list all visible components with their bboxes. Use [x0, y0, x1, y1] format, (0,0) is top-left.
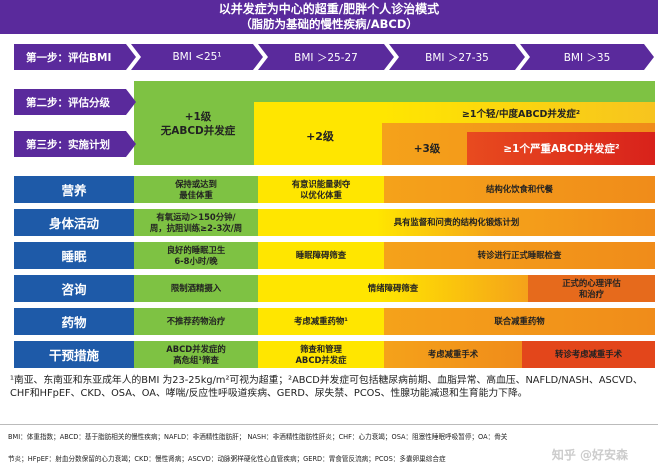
sleep-cell-1: 良好的睡眠卫生 6-8小时/晚 — [134, 242, 258, 269]
watermark: 知乎 @好安森 — [551, 448, 628, 462]
grade2-text: +2级 — [306, 130, 334, 143]
activity-cell-1: 有氧运动＞150分钟/ 周，抗阻训练≥2-3次/周 — [134, 209, 258, 236]
step2-label: 第二步：评估分级 — [14, 89, 136, 115]
row-label-activity: 身体活动 — [14, 209, 134, 236]
intervention-cell-2: 筛查和管理 ABCD并发症 — [258, 341, 384, 368]
counseling-cell-2: 情绪障碍筛查 — [258, 275, 528, 302]
title-line-2: （脂肪为基础的慢性疾病/ABCD） — [240, 17, 418, 31]
medication-cell-3: 联合减重药物 — [384, 308, 655, 335]
row-label-nutrition: 营养 — [14, 176, 134, 203]
medication-cell-2: 考虑减重药物¹ — [258, 308, 384, 335]
mild-header-text: ≥1个轻/中度ABCD并发症² — [461, 109, 581, 120]
bmi-4: BMI ＞35 — [520, 44, 654, 70]
nutrition-cell-3: 结构化饮食和代餐 — [384, 176, 655, 203]
bmi-3: BMI ＞27-35 — [389, 44, 525, 70]
nutrition-cell-2: 有意识能量剥夺 以优化体重 — [258, 176, 384, 203]
title-line-1: 以并发症为中心的超重/肥胖个人诊治模式 — [218, 2, 440, 16]
grade1-text: +1级 无ABCD并发症 — [160, 111, 236, 137]
divider — [0, 424, 658, 425]
activity-cell-2: 具有监督和问责的结构化锻炼计划 — [258, 209, 655, 236]
medication-cell-1: 不推荐药物治疗 — [134, 308, 258, 335]
sleep-cell-3: 转诊进行正式睡眠检查 — [384, 242, 655, 269]
row-label-sleep: 睡眠 — [14, 242, 134, 269]
bmi-2: BMI ＞25-27 — [258, 44, 394, 70]
intervention-cell-1: ABCD并发症的 高危组¹筛查 — [134, 341, 258, 368]
step1-label: 第一步：评估BMI — [14, 44, 136, 70]
sleep-cell-2: 睡眠障碍筛查 — [258, 242, 384, 269]
grade3-text: +3级 — [413, 142, 441, 155]
severe-header-text: ≥1个严重ABCD并发症² — [503, 142, 620, 155]
footnote: ¹南亚、东南亚和东亚成年人的BMI 为23-25kg/m²可视为超重；²ABCD… — [10, 375, 643, 399]
abbreviations-line-2: 节炎；HFpEF：射血分数保留的心力衰竭；CKD：慢性肾病；ASCVD：动脉粥样… — [8, 455, 446, 463]
bmi-1: BMI <25¹ — [131, 44, 263, 70]
title-bar: 以并发症为中心的超重/肥胖个人诊治模式 （脂肪为基础的慢性疾病/ABCD） — [0, 0, 658, 34]
row-label-counseling: 咨询 — [14, 275, 134, 302]
nutrition-cell-1: 保持或达到 最佳体重 — [134, 176, 258, 203]
step3-label: 第三步：实施计划 — [14, 131, 136, 157]
intervention-cell-4: 转诊考虑减重手术 — [522, 341, 655, 368]
intervention-cell-3: 考虑减重手术 — [384, 341, 522, 368]
severe-bg — [467, 132, 655, 165]
abbreviations-line-1: BMI：体重指数；ABCD：基于脂肪相关的慢性疾病；NAFLD：非酒精性脂肪肝；… — [8, 433, 508, 441]
row-label-intervention: 干预措施 — [14, 341, 134, 368]
row-label-medication: 药物 — [14, 308, 134, 335]
counseling-cell-3: 正式的心理评估 和治疗 — [528, 275, 655, 302]
counseling-cell-1: 限制酒精摄入 — [134, 275, 258, 302]
mild-header-bg — [382, 102, 655, 123]
